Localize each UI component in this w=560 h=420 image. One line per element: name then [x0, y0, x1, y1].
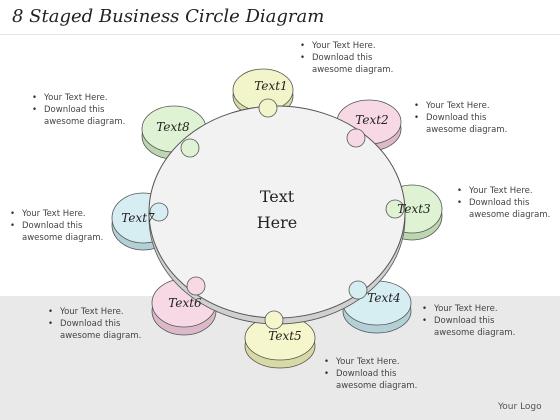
connector-knob-6 — [186, 276, 206, 296]
connector-knob-3 — [385, 199, 405, 219]
note-stage-4: Your Text Here. Download this awesome di… — [422, 303, 542, 339]
note-line: Download this — [457, 197, 560, 209]
stage-label-8: Text8 — [156, 120, 190, 134]
note-line: Your Text Here. — [10, 208, 130, 220]
connector-knob-8 — [180, 138, 200, 158]
stage-label-1: Text1 — [254, 79, 287, 93]
connector-knob-1 — [258, 98, 278, 118]
note-line: awesome diagram. — [60, 331, 142, 341]
note-line: Download this — [324, 368, 444, 380]
logo-placeholder: Your Logo — [498, 402, 542, 412]
note-line: Your Text Here. — [324, 356, 444, 368]
note-line: awesome diagram. — [469, 210, 551, 220]
stage-label-6: Text6 — [168, 296, 202, 310]
note-line: Download this — [48, 318, 168, 330]
note-line: Your Text Here. — [457, 185, 560, 197]
note-stage-3: Your Text Here. Download this awesome di… — [457, 185, 560, 221]
center-text-line-1: Text — [260, 187, 295, 206]
note-stage-8: Your Text Here. Download this awesome di… — [32, 92, 152, 128]
stage-label-3: Text3 — [397, 202, 431, 216]
stage-5 — [244, 315, 316, 369]
connector-knob-5 — [264, 310, 284, 330]
note-line: awesome diagram. — [22, 233, 104, 243]
note-stage-5: Your Text Here. Download this awesome di… — [324, 356, 444, 392]
note-stage-7: Your Text Here. Download this awesome di… — [10, 208, 130, 244]
stage-label-4: Text4 — [367, 291, 400, 305]
stage-label-2: Text2 — [355, 113, 388, 127]
note-line: awesome diagram. — [336, 381, 418, 391]
note-line: Download this — [414, 112, 534, 124]
note-line: Your Text Here. — [48, 306, 168, 318]
note-stage-2: Your Text Here. Download this awesome di… — [414, 100, 534, 136]
note-line: Your Text Here. — [300, 40, 420, 52]
connector-knob-7 — [149, 202, 169, 222]
note-line: awesome diagram. — [426, 125, 508, 135]
connector-knob-4 — [348, 280, 368, 300]
note-line: Download this — [300, 52, 420, 64]
note-stage-6: Your Text Here. Download this awesome di… — [48, 306, 168, 342]
note-line: Download this — [32, 104, 152, 116]
note-line: Download this — [10, 220, 130, 232]
note-line: awesome diagram. — [44, 117, 126, 127]
title-divider — [0, 34, 560, 35]
note-line: Download this — [422, 315, 542, 327]
note-line: awesome diagram. — [312, 65, 394, 75]
note-stage-1: Your Text Here. Download this awesome di… — [300, 40, 420, 76]
note-line: awesome diagram. — [434, 328, 516, 338]
connector-knob-2 — [346, 128, 366, 148]
center-text-line-2: Here — [257, 213, 298, 232]
note-line: Your Text Here. — [414, 100, 534, 112]
note-line: Your Text Here. — [32, 92, 152, 104]
note-line: Your Text Here. — [422, 303, 542, 315]
stage-label-5: Text5 — [268, 329, 301, 343]
diagram-title: 8 Staged Business Circle Diagram — [12, 6, 325, 27]
